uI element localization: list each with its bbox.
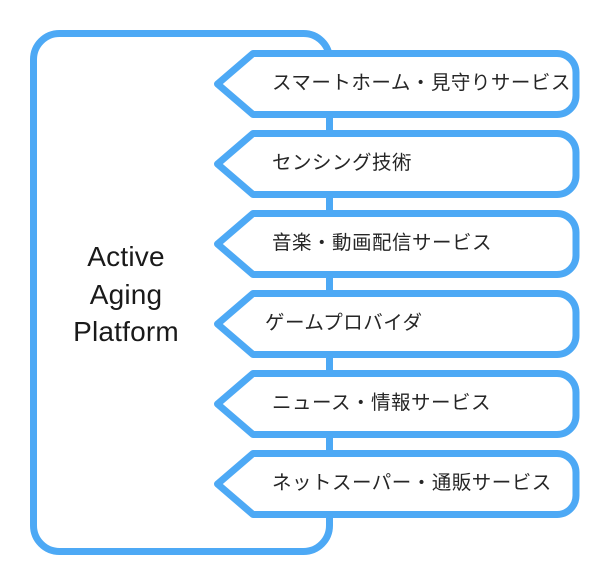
chevron-shape-4[interactable] — [214, 290, 580, 358]
chevron-label-3: 音楽・動画配信サービス — [272, 232, 493, 254]
chevron-label-5: ニュース・情報サービス — [272, 392, 492, 414]
chevron-label-1: スマートホーム・見守りサービス — [272, 72, 571, 94]
chevron-shape-5[interactable] — [214, 370, 580, 438]
chevron-label-4: ゲームプロバイダ — [265, 312, 423, 334]
chevron-shape-2[interactable] — [214, 130, 580, 198]
chevron-shape-6[interactable] — [214, 450, 580, 518]
chevron-shape-3[interactable] — [214, 210, 580, 278]
chevron-shape-1[interactable] — [214, 50, 580, 118]
chevron-label-6: ネットスーパー・通販サービス — [272, 472, 552, 494]
chevron-label-2: センシング技術 — [272, 152, 413, 174]
